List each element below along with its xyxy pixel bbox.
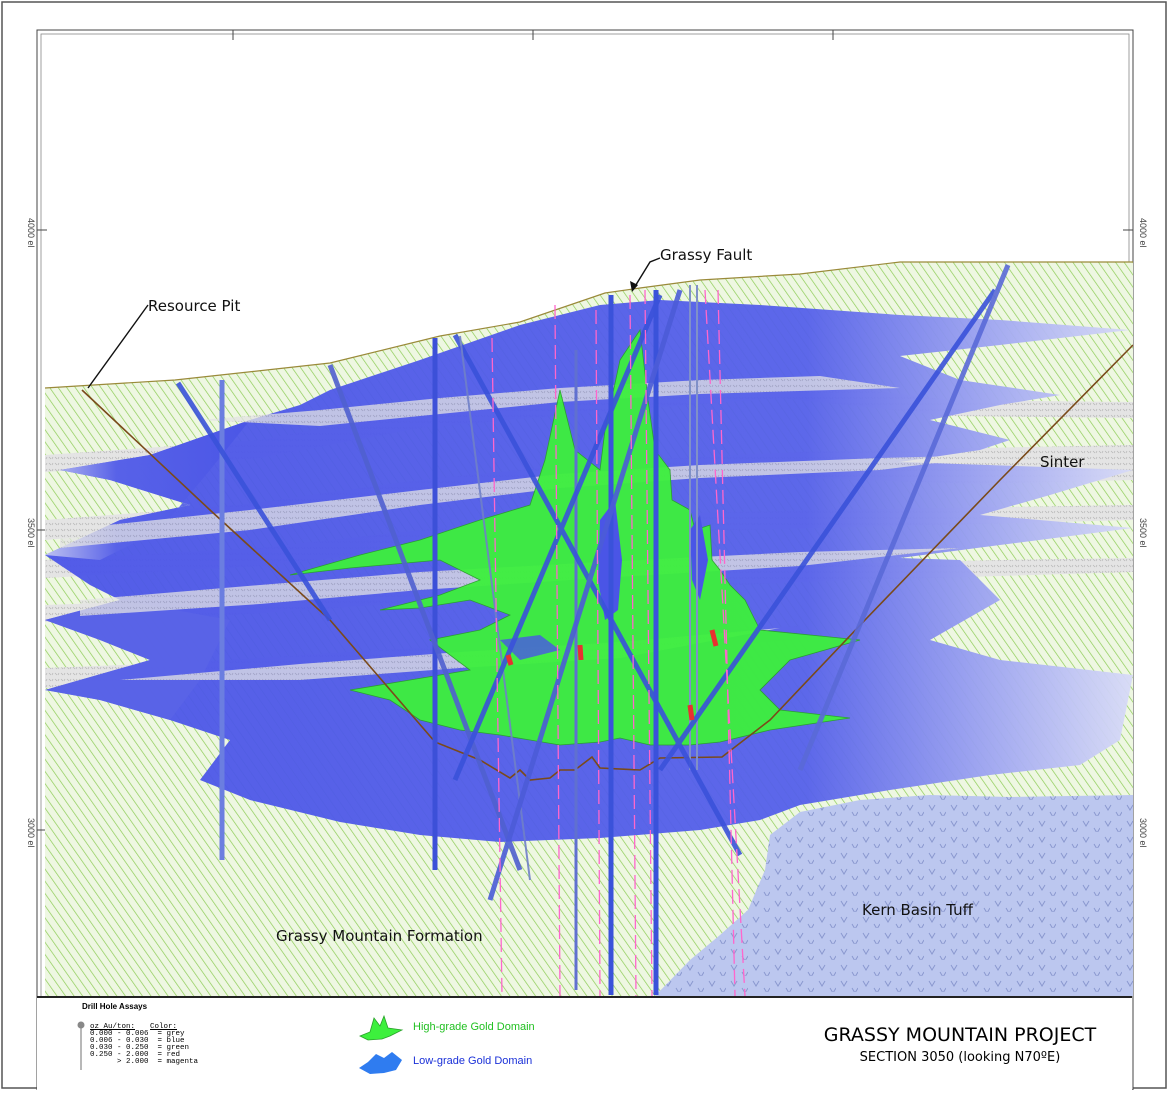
elevation-label-right: 3000 el: [1138, 818, 1148, 848]
drill-hole: [175, 381, 333, 622]
elevation-label-left: 3500 el: [26, 518, 36, 548]
resource-pit-outline: [81, 344, 1134, 781]
grassy-fault-leader: [633, 257, 661, 289]
angled-drill-holes: [175, 264, 1011, 901]
red-assays: [505, 629, 719, 721]
sinter-label: Sinter: [1040, 453, 1085, 471]
drill-hole: [487, 289, 683, 901]
project-title: GRASSY MOUNTAIN PROJECT: [823, 1024, 1097, 1046]
elevation-label-right: 4000 el: [1138, 218, 1148, 248]
legend-header-color: Color:: [150, 1023, 178, 1031]
dashed-holes: [491, 289, 746, 997]
elevation-label-left: 4000 el: [26, 218, 36, 248]
drill-hole: [459, 335, 531, 881]
elevation-label-left: 3000 el: [26, 818, 36, 848]
drill-hole: [452, 294, 663, 781]
drill-hole-legend-icon: [77, 1021, 85, 1070]
legend-row: 0.006 - 0.030 = blue: [90, 1037, 185, 1045]
legend-box: [37, 996, 1132, 1092]
legend-row: 0.000 - 0.006 = grey: [90, 1030, 185, 1038]
legend-row: > 2.000 = magenta: [90, 1058, 199, 1066]
drill-hole: [657, 288, 998, 772]
kern-basin-tuff: [655, 795, 1133, 996]
high-grade-legend-label: High-grade Gold Domain: [413, 1021, 535, 1033]
section-subtitle: SECTION 3050 (looking N70ºE): [859, 1050, 1061, 1065]
resource-pit-leader: [87, 304, 149, 389]
drill-hole: [797, 264, 1011, 771]
grassy-mountain-formation-label: Grassy Mountain Formation: [276, 927, 483, 945]
low-grade-legend-label: Low-grade Gold Domain: [413, 1055, 533, 1067]
drill-hole: [327, 364, 523, 871]
grassy-fault-label: Grassy Fault: [660, 246, 753, 264]
legend-row: 0.030 - 0.250 = green: [90, 1044, 190, 1052]
resource-pit-label: Resource Pit: [148, 297, 241, 315]
legend-row: 0.250 - 2.000 = red: [90, 1051, 181, 1059]
kern-basin-tuff-label: Kern Basin Tuff: [862, 901, 973, 919]
legend-title: Drill Hole Assays: [82, 1002, 148, 1011]
legend-header-au: oz Au/ton:: [90, 1023, 136, 1031]
topography-line: [44, 261, 1133, 389]
low-grade-swatch-icon: [359, 1052, 402, 1074]
high-grade-swatch-icon: [359, 1014, 404, 1041]
elevation-label-right: 3500 el: [1138, 518, 1148, 548]
